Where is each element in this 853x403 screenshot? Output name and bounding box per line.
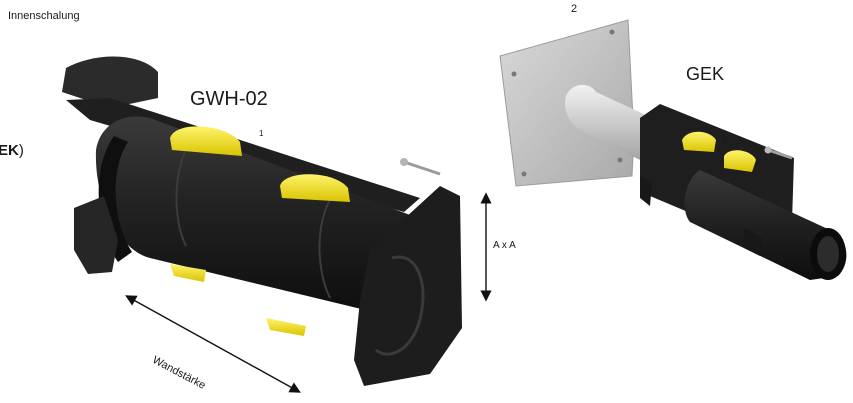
pin-head-left: [400, 158, 408, 166]
yellow-ring-bottom-2: [266, 318, 306, 336]
black-pipe: [684, 170, 847, 280]
lower-flange-left: [74, 196, 118, 274]
dimension-arrow-depth: [125, 295, 301, 393]
flange-foot-right-2: [744, 228, 762, 256]
clipped-label-bold: EK: [0, 142, 19, 159]
yellow-ring-right-2: [724, 150, 756, 172]
plate-hole-tl: [511, 71, 517, 77]
product-label-gek: GEK: [686, 64, 725, 84]
marker-1-left: 1: [259, 129, 264, 138]
plate-hole-bl: [521, 171, 527, 177]
pin-head-right: [764, 146, 772, 154]
clipped-label-paren: ): [18, 142, 24, 159]
clipped-label-left: EK): [0, 142, 24, 159]
caption-innenschalung: Innenschalung: [8, 10, 80, 22]
flange-foot-right-1: [640, 176, 652, 206]
gek-assembly: [499, 19, 847, 280]
dimension-label-height: A x A: [493, 240, 516, 251]
yellow-ring-top-2: [280, 174, 350, 202]
seam-ring-1: [175, 145, 189, 247]
seam-ring-2: [318, 199, 331, 299]
yellow-ring-top-1: [170, 126, 242, 156]
product-label-gwh: GWH-02: [190, 88, 268, 110]
end-flange-right: [354, 186, 462, 386]
end-flange-inner: [375, 255, 425, 356]
marker-2-top: 2: [571, 3, 578, 15]
yellow-ring-right-1: [682, 131, 716, 152]
plate-hole-tr: [609, 29, 615, 35]
plate-hole-br: [617, 157, 623, 163]
black-pipe-inner: [817, 236, 839, 272]
pin-right: [767, 148, 793, 160]
pin-left: [403, 160, 441, 176]
marker-1-right: 1: [722, 134, 729, 146]
yellow-ring-bottom-1: [170, 264, 206, 282]
sleeve-left: [62, 56, 462, 386]
rear-flange-arch: [62, 56, 158, 108]
